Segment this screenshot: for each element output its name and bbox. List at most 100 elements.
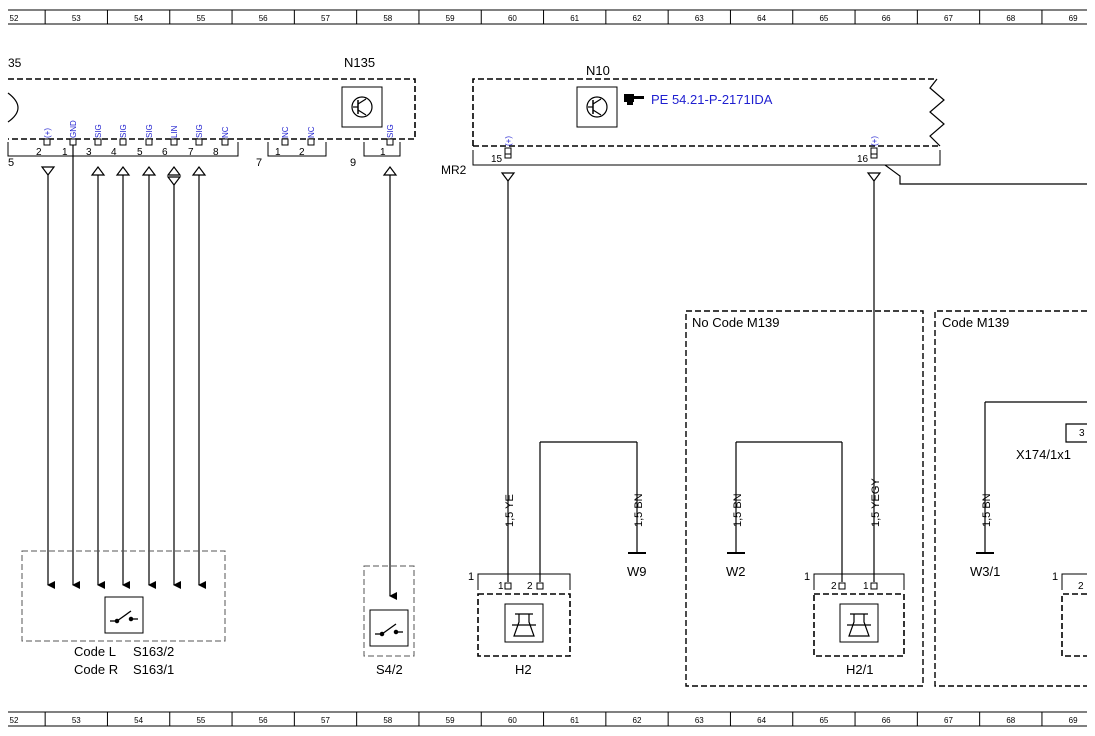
- grid-column-label: 63: [695, 716, 704, 725]
- ground-w9: W9: [627, 564, 647, 579]
- grid-column-label: 59: [446, 716, 455, 725]
- h3-pin: 2: [1078, 581, 1084, 592]
- grid-column-label: 55: [196, 716, 205, 725]
- n135-pins: (+) 2 GND 1 SIG 3 SIG 4 SIG 5 LIN 6: [36, 120, 395, 158]
- zone-no-code-m139: No Code M139 1,5 BN 1,5 YEGY W2 1 2 1 H2…: [685, 310, 924, 687]
- pin-signal: GND: [69, 120, 78, 138]
- pin-number: 1: [62, 147, 68, 158]
- n135-connector-7-label: 7: [256, 157, 262, 169]
- grid-column-label: 63: [695, 14, 704, 23]
- h2-horn: 1,5 YE 1,5 BN W9 1 1 2 H2: [468, 441, 647, 677]
- pin-number: 16: [857, 154, 869, 165]
- h2-wire-ye: 1,5 YE: [504, 494, 516, 527]
- pin-signal: NC: [307, 126, 316, 138]
- pin-number: 8: [213, 147, 219, 158]
- h2-wire-bn: 1,5 BN: [633, 493, 645, 527]
- zone-no-code-label: No Code M139: [692, 315, 779, 330]
- pin-1: GND 1: [62, 120, 78, 158]
- grid-column-label: 57: [321, 14, 330, 23]
- h21-pin-2: 2: [831, 581, 837, 592]
- grid-column-label: 53: [72, 14, 81, 23]
- grid-column-label: 65: [819, 14, 828, 23]
- pin-number: 2: [36, 147, 42, 158]
- pin-number: 15: [491, 154, 503, 165]
- zone-code-label: Code M139: [942, 315, 1009, 330]
- pin-signal: (+): [43, 128, 52, 138]
- switch-icon: [375, 623, 403, 637]
- h21-wire-yegy: 1,5 YEGY: [870, 478, 882, 527]
- grid-column-label: 68: [1006, 716, 1015, 725]
- n10-module: N10 PE 54.21-P-2171IDA MR2 (+) 15 (+): [441, 63, 945, 177]
- grid-column-label: 69: [1069, 14, 1078, 23]
- grid-column-label: 61: [570, 14, 579, 23]
- n135-signal-wires: [40, 145, 398, 600]
- transistor-icon: [351, 96, 373, 118]
- grid-column-label: 60: [508, 14, 517, 23]
- grid-ruler-bottom: [8, 711, 1087, 727]
- grid-column-label: 52: [10, 716, 19, 725]
- pin-signal: SIG: [119, 124, 128, 138]
- grid-column-label: 61: [570, 716, 579, 725]
- grid-column-label: 54: [134, 716, 143, 725]
- grid-column-label: 68: [1006, 14, 1015, 23]
- s163-code-r: Code R: [74, 662, 118, 677]
- n10-reference-link[interactable]: PE 54.21-P-2171IDA: [651, 92, 773, 107]
- pin-5: SIG 5: [137, 124, 154, 158]
- switch-icon: [110, 610, 138, 624]
- pin-number: 1: [275, 147, 281, 158]
- s163-2-label: S163/2: [133, 644, 174, 659]
- grid-column-label: 56: [259, 14, 268, 23]
- grid-column-label: 54: [134, 14, 143, 23]
- zone-code-m139: Code M139 3 X174/1x1 1,5 BN W3/1 1 2: [934, 310, 1087, 687]
- h2-connector: 1: [468, 571, 474, 583]
- grid-ruler-top: [8, 9, 1087, 25]
- pin-number: 3: [86, 147, 92, 158]
- ground-w2: W2: [726, 564, 746, 579]
- grid-column-label: 59: [446, 14, 455, 23]
- grid-column-label: 62: [633, 716, 642, 725]
- pin-7-1: NC 1: [275, 126, 290, 158]
- horn-icon: [512, 613, 536, 637]
- grid-column-label: 66: [882, 14, 891, 23]
- h21-wire-bn: 1,5 BN: [732, 493, 744, 527]
- h2-pin-2: 2: [527, 581, 533, 592]
- pin-signal: SIG: [94, 124, 103, 138]
- h2-label: H2: [515, 662, 532, 677]
- horn-icon: [847, 613, 871, 637]
- pin-number: 1: [380, 147, 386, 158]
- n135-partial-label: 35: [8, 56, 22, 70]
- pin-number: 5: [137, 147, 143, 158]
- grid-column-label: 56: [259, 716, 268, 725]
- pin-6: LIN 6: [162, 125, 179, 158]
- pin-number: 4: [111, 147, 117, 158]
- n10-title: N10: [586, 63, 610, 78]
- pin-7: SIG 7: [188, 124, 204, 158]
- pin-signal: SIG: [195, 124, 204, 138]
- grid-column-label: 64: [757, 716, 766, 725]
- grid-column-label: 58: [383, 716, 392, 725]
- s4-switch: S4/2: [363, 565, 415, 677]
- grid-column-label: 64: [757, 14, 766, 23]
- n10-wires: [500, 164, 1087, 582]
- h3-connector: 1: [1052, 571, 1058, 583]
- h21-pin-1: 1: [863, 581, 869, 592]
- grid-column-label: 65: [819, 716, 828, 725]
- pin-number: 6: [162, 147, 168, 158]
- grid-column-label: 67: [944, 14, 953, 23]
- pin-2: (+) 2: [36, 128, 52, 158]
- pin-3: SIG 3: [86, 124, 103, 158]
- h21-connector: 1: [804, 571, 810, 583]
- grid-column-label: 69: [1069, 716, 1078, 725]
- grid-column-label: 60: [508, 716, 517, 725]
- grid-column-label: 58: [383, 14, 392, 23]
- n10-connector-label: MR2: [441, 163, 467, 177]
- h2-pin-1: 1: [498, 581, 504, 592]
- grid-column-label: 62: [633, 14, 642, 23]
- pin-signal: (+): [504, 136, 513, 146]
- x174-label: X174/1x1: [1016, 447, 1071, 462]
- n10-pin-16: (+) 16: [857, 136, 879, 165]
- pin-signal: NC: [281, 126, 290, 138]
- grid-column-label: 66: [882, 716, 891, 725]
- n135-connector-9-label: 9: [350, 157, 356, 169]
